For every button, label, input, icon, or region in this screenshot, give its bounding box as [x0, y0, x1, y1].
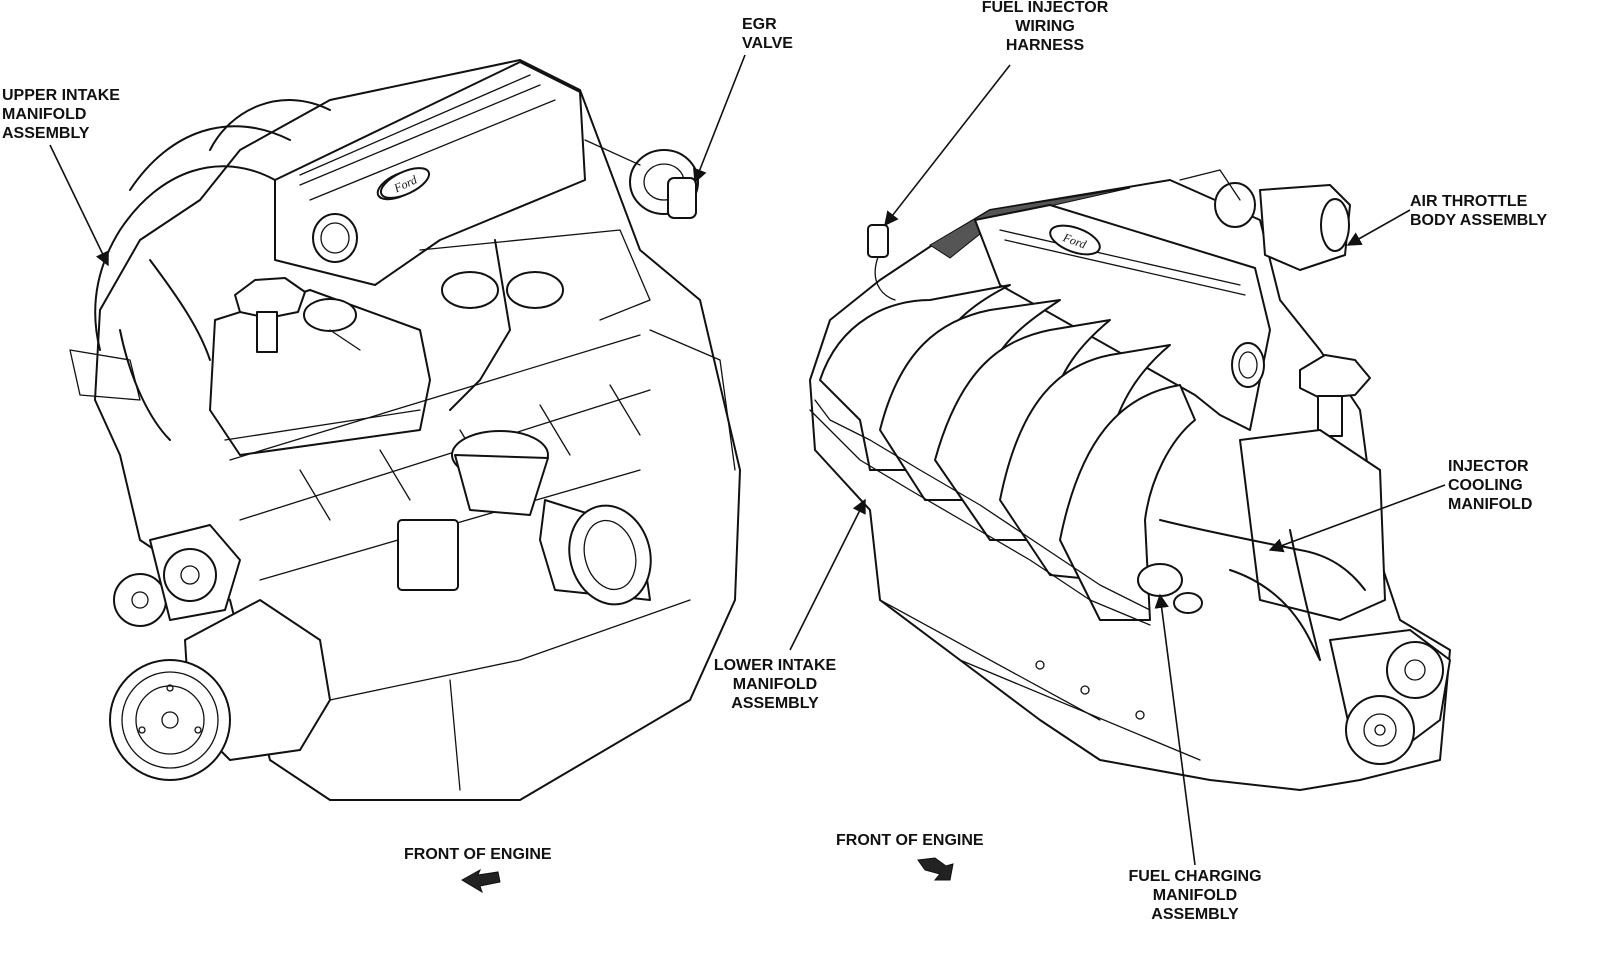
leader-lines [49, 54, 1446, 866]
leader-upper-intake [49, 144, 109, 267]
leader-air-throttle [1346, 209, 1411, 246]
label-front-of-engine-right: FRONT OF ENGINE [836, 832, 984, 849]
label-egr-valve: EGR VALVE [742, 16, 793, 52]
leader-egr-valve [693, 54, 746, 184]
leader-lower-intake [789, 498, 866, 651]
leader-fuel-charging [1154, 593, 1196, 866]
label-fuel-charging-manifold: FUEL CHARGING MANIFOLD ASSEMBLY [1128, 868, 1262, 923]
right-engine-drawing [809, 169, 1451, 791]
label-fuel-injector-wiring-harness: FUEL INJECTOR WIRING HARNESS [981, 0, 1109, 54]
front-arrow-right-icon [917, 857, 954, 881]
label-upper-intake-manifold: UPPER INTAKE MANIFOLD ASSEMBLY [2, 87, 120, 142]
label-lower-intake-manifold: LOWER INTAKE MANIFOLD ASSEMBLY [713, 657, 837, 712]
label-front-of-engine-left: FRONT OF ENGINE [404, 846, 552, 863]
leader-fuel-injector-harness [884, 64, 1011, 227]
left-engine-drawing [69, 59, 741, 801]
front-arrow-left-icon [461, 868, 501, 894]
label-air-throttle-body: AIR THROTTLE BODY ASSEMBLY [1410, 193, 1548, 229]
leader-injector-cooling [1268, 484, 1446, 553]
label-injector-cooling-manifold: INJECTOR COOLING MANIFOLD [1448, 458, 1533, 513]
